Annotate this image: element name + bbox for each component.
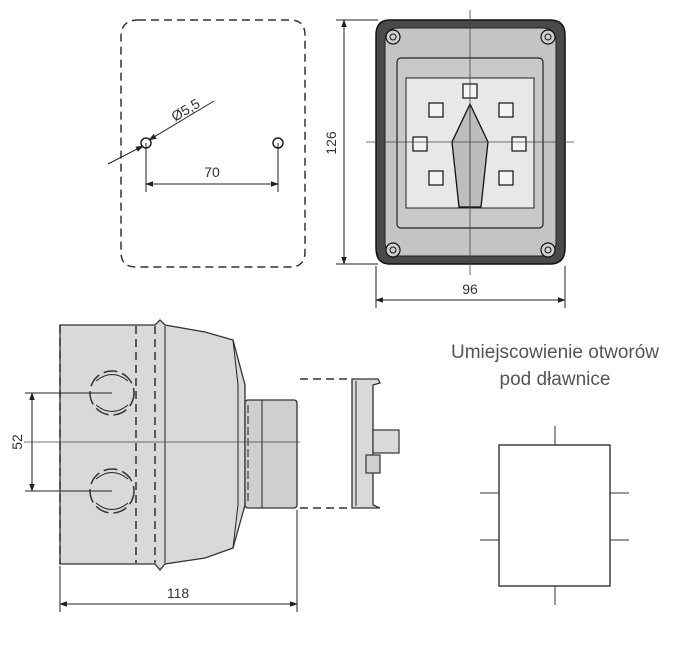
front-screw-bottom-right [540, 242, 556, 258]
gland-location-box [498, 444, 611, 587]
caption-line-1: Umiejscowienie otworów [451, 342, 659, 363]
position-mark-left [412, 136, 428, 152]
position-mark-upper-right [498, 102, 514, 118]
front-screw-top-left [385, 29, 401, 45]
mounting-outline [120, 19, 306, 268]
gland-spacing-label: 52 [9, 434, 25, 450]
position-mark-upper-left [428, 102, 444, 118]
hole-diameter-label: Ø5,5 [168, 95, 202, 124]
position-mark-right [511, 136, 527, 152]
position-mark-lower-left [428, 170, 444, 186]
front-screw-bottom-left [385, 242, 401, 258]
hole-diameter-leader-out [148, 100, 215, 141]
height-label: 126 [323, 131, 339, 155]
caption-line-2: pod dławnice [500, 369, 611, 390]
front-screw-top-right [540, 29, 556, 45]
bracket-shaft-collar [365, 454, 381, 474]
width-label: 96 [462, 281, 478, 297]
gland-location-diagram: Umiejscowienie otworów pod dławnice [451, 342, 659, 605]
depth-label: 118 [167, 585, 190, 601]
hole-spacing-label: 70 [204, 164, 220, 180]
bracket-shaft [372, 429, 400, 454]
hole-diameter-leader-in [107, 145, 144, 165]
side-view: 52 118 [9, 319, 300, 612]
front-view: 126 96 [323, 10, 574, 308]
side-housing [59, 319, 246, 572]
position-mark-lower-right [498, 170, 514, 186]
side-switch-knob [244, 399, 298, 509]
mounting-template: 70 Ø5,5 [107, 19, 306, 268]
bracket-profile [300, 378, 400, 509]
